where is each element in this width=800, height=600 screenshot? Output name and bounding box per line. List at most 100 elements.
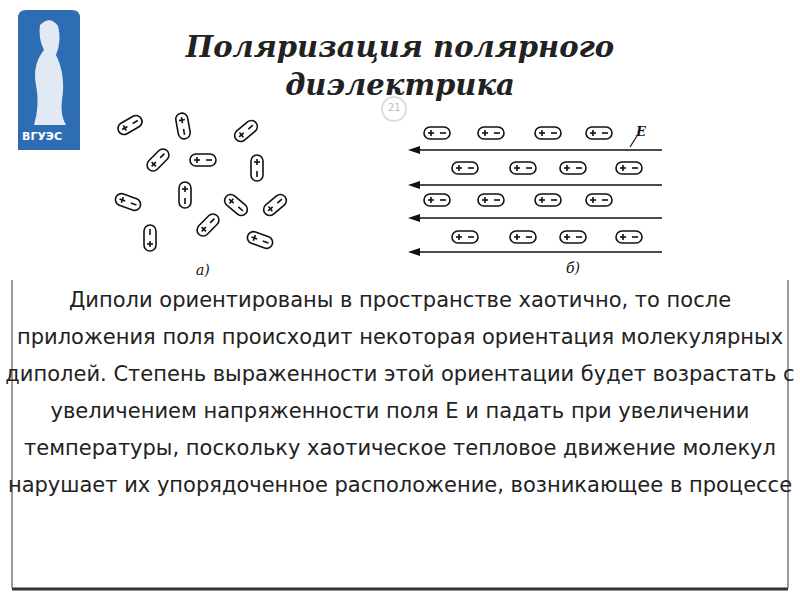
- dipole-outline: [510, 231, 536, 243]
- plus-sign: [182, 188, 188, 190]
- plus-sign: [254, 161, 260, 163]
- dipole-outline: [560, 231, 586, 243]
- dipole-outline: [144, 225, 156, 251]
- dipole-outline: [478, 127, 504, 139]
- dipole-outline: [145, 147, 172, 174]
- slide-number: 21: [388, 102, 401, 113]
- frame-line: [12, 588, 788, 591]
- logo-text: ВГУЭС: [22, 130, 62, 143]
- plus-sign: [239, 133, 243, 138]
- minus-sign: [551, 199, 557, 201]
- minus-sign: [602, 132, 608, 134]
- minus-sign: [494, 199, 500, 201]
- minus-sign: [494, 132, 500, 134]
- dipole: [175, 112, 191, 140]
- minus-sign: [551, 132, 557, 134]
- minus-sign: [468, 167, 474, 169]
- dipole-outline: [452, 231, 478, 243]
- minus-sign: [440, 132, 446, 134]
- plus-sign: [622, 165, 624, 171]
- plus-sign: [179, 120, 185, 121]
- dipole-outline: [478, 194, 504, 206]
- dipole-outline: [586, 194, 612, 206]
- dipole: [616, 231, 642, 243]
- field-arrowhead: [408, 214, 420, 222]
- plus-sign: [516, 165, 518, 171]
- plus-sign: [516, 234, 518, 240]
- minus-sign: [440, 199, 446, 201]
- dipole-outline: [452, 162, 478, 174]
- plus-sign: [229, 199, 233, 204]
- dipole: [478, 127, 504, 139]
- dipole: [535, 194, 561, 206]
- plus-sign: [566, 165, 568, 171]
- dipole: [179, 182, 191, 208]
- dipole: [452, 231, 478, 243]
- minus-sign: [256, 171, 258, 177]
- dipole-outline: [251, 155, 263, 181]
- minus-sign: [184, 129, 185, 135]
- plus-sign: [430, 130, 432, 136]
- plus-sign: [541, 197, 543, 203]
- minus-sign: [210, 219, 214, 223]
- sublabel: а): [196, 262, 210, 278]
- dipole: [246, 230, 275, 250]
- plus-sign: [458, 234, 460, 240]
- dipole: [144, 225, 156, 251]
- dipole: [478, 194, 504, 206]
- dipole: [560, 231, 586, 243]
- dipole-outline: [195, 212, 222, 239]
- slide-title: Поляризация полярного диэлектрика: [180, 28, 620, 104]
- logo-shield: [18, 10, 80, 150]
- minus-sign: [632, 236, 638, 238]
- plus-sign: [566, 234, 568, 240]
- minus-sign: [263, 241, 269, 243]
- field-arrowhead: [408, 146, 420, 154]
- dipole: [251, 155, 263, 181]
- plus-sign: [541, 130, 543, 136]
- minus-sign: [468, 236, 474, 238]
- field-line: [412, 251, 662, 253]
- plus-sign: [152, 162, 156, 166]
- dipole: [190, 154, 216, 166]
- minus-sign: [277, 199, 282, 203]
- dipole: [222, 192, 250, 218]
- leader-line: [630, 136, 637, 147]
- dipole-outline: [535, 127, 561, 139]
- minus-sign: [576, 167, 582, 169]
- minus-sign: [526, 167, 532, 169]
- plus-sign: [123, 125, 126, 130]
- plus-sign: [484, 197, 486, 203]
- dipole: [145, 147, 172, 174]
- minus-sign: [602, 199, 608, 201]
- dipole-outline: [586, 127, 612, 139]
- dipole: [510, 162, 536, 174]
- dipole: [261, 192, 289, 218]
- minus-sign: [526, 236, 532, 238]
- dipole-outline: [616, 231, 642, 243]
- field-line: [412, 149, 662, 151]
- dipole: [586, 127, 612, 139]
- dipole-outline: [424, 194, 450, 206]
- minus-sign: [238, 207, 243, 211]
- plus-sign: [430, 197, 432, 203]
- dipole-outline: [424, 127, 450, 139]
- minus-sign: [133, 121, 138, 124]
- dipole: [195, 212, 222, 239]
- sublabel: б): [566, 260, 580, 276]
- dipole-outline: [261, 192, 289, 218]
- dipole: [616, 162, 642, 174]
- dipole: [560, 162, 586, 174]
- frame-line: [11, 280, 13, 588]
- field-line: [412, 217, 662, 219]
- dipole-outline: [232, 118, 260, 144]
- dipole-outline: [116, 113, 145, 136]
- plus-sign: [484, 130, 486, 136]
- dipole-outline: [222, 192, 250, 218]
- dipole-outline: [175, 112, 191, 140]
- minus-sign: [632, 167, 638, 169]
- plus-sign: [268, 207, 272, 212]
- dipole: [116, 113, 145, 136]
- plus-sign: [147, 243, 153, 245]
- dipole: [452, 162, 478, 174]
